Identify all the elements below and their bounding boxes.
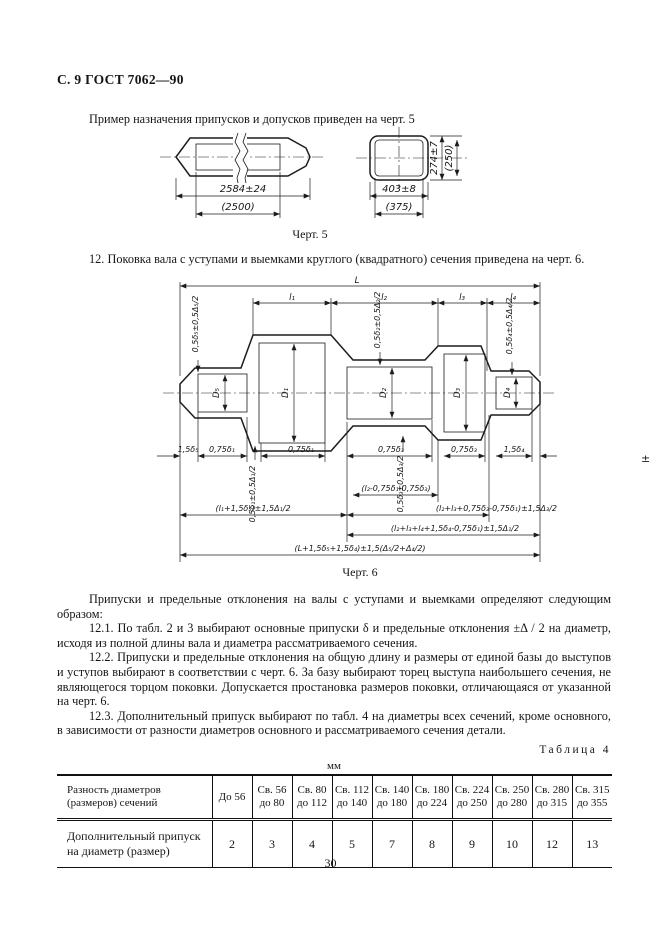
table-4: Разность диаметров (размеров) сечений До… [57, 774, 612, 868]
page-header: С. 9 ГОСТ 7062—90 [57, 72, 184, 87]
table-cell: 12 [531, 819, 572, 868]
length-l2-label: l₂ [381, 293, 387, 303]
radial-bottom-d3-label: 0,5δ₃±0,5Δ₃/2 [396, 456, 405, 513]
length-l1-label: l₁ [289, 293, 295, 303]
bar-forging-length: 2584±24 [220, 184, 267, 195]
table-cell: 9 [451, 819, 492, 868]
page-number: 30 [324, 856, 337, 870]
table-cell: 5 [331, 819, 372, 868]
formula-l2-label: (l₂-0,75δ₁-0,75δ₃) [361, 484, 430, 493]
radial-top-d2-label: 0,5δ₂±0,5Δ₂/2 [373, 292, 382, 349]
length-l4-label: l₄ [510, 293, 516, 303]
table-cell: 3 [251, 819, 292, 868]
axial-1-5d5-label: 1,5δ₅ [178, 445, 199, 454]
table-row-header: Разность диаметров (размеров) сечений [57, 775, 212, 821]
total-length-label: L [355, 276, 360, 286]
axial-0-75d1-right-label: 0,75δ₁ [288, 445, 314, 454]
formula-total-label: (L+1,5δ₅+1,5δ₄)±1,5(Δ₅/2+Δ₄/2) [294, 544, 425, 553]
table-4-label: Таблица 4 [539, 744, 611, 756]
table-cell: 4 [291, 819, 332, 868]
radial-top-d4-label: 0,5δ₄±0,5Δ₄/2 [505, 298, 514, 355]
section-forging-width: 403±8 [382, 184, 416, 195]
paragraph-12-2: 12.2. Припуски и предельные отклонения н… [57, 650, 611, 709]
bar-dimension-lines [175, 172, 311, 218]
figure-5-caption: Черт. 5 [292, 227, 327, 241]
axial-1-5d4-label: 1,5δ₄ [504, 445, 526, 454]
section-forging-height: 274±7 [429, 140, 440, 174]
bar-forging-outline [160, 132, 326, 184]
paragraph-12-1: 12.1. По табл. 2 и 3 выбирают основные п… [57, 621, 611, 650]
formula-l1-label: (l₁+1,5δ₅)±1,5Δ₁/2 [215, 504, 290, 513]
body-text: Припуски и предельные отклонения на валы… [57, 592, 611, 738]
table-4-unit: мм [327, 760, 341, 772]
section-outline [356, 127, 470, 188]
diameter-d5-label: D₅ [212, 387, 222, 398]
axial-0-75d3-right-label: 0,75δ₃ [451, 445, 477, 454]
axial-0-75d1-left-label: 0,75δ₁ [209, 445, 235, 454]
radial-top-leaders [195, 352, 515, 375]
figure-5-drawing: 2584±24 (2500) 403±8 (375) 274±7 (250) Ч… [160, 127, 470, 241]
diameter-d1-label: D₁ [281, 388, 291, 398]
section-detail-width: (375) [386, 202, 413, 213]
diameter-d3-label: D₃ [453, 387, 463, 398]
axial-extension-lines [179, 402, 541, 562]
section-dimension-lines [369, 135, 462, 218]
table-cell: 10 [491, 819, 532, 868]
clause-12-paragraph: 12. Поковка вала с уступами и выемками к… [89, 252, 585, 266]
stray-plusminus-mark: ± [641, 452, 651, 465]
radial-top-d5-label: 0,5δ₅±0,5Δ₅/2 [191, 296, 200, 353]
diameter-arrows [222, 344, 519, 442]
radial-bottom-leaders [252, 436, 406, 460]
table-cell: 13 [571, 819, 612, 868]
shaft-detail-outline [197, 342, 533, 444]
table-header-row: Разность диаметров (размеров) сечений До… [57, 775, 612, 821]
paragraph-12-3: 12.3. Дополнительный припуск выбирают по… [57, 708, 611, 738]
table-cell: 8 [411, 819, 452, 868]
table-value-row: Дополнительный припуск на диаметр (разме… [57, 819, 612, 868]
diameter-d2-label: D₂ [379, 387, 389, 398]
formula-dimension-lines [180, 492, 540, 558]
table-cell: 7 [371, 819, 412, 868]
diameter-d4-label: D₄ [503, 387, 513, 398]
paragraph-general: Припуски и предельные отклонения на валы… [57, 592, 611, 621]
bar-detail-length: (2500) [221, 202, 254, 213]
shaft-forging-outline [163, 334, 557, 452]
length-l3-label: l₃ [459, 293, 465, 303]
table-row-label: Дополнительный припуск на диаметр (разме… [67, 829, 201, 858]
figure-6-drawing: L l₁ l₂ l₃ l₄ 0,5δ₅±0,5Δ₅/2 0,5δ₂±0,5Δ₂/… [157, 276, 557, 579]
axial-0-75d3-left-label: 0,75δ₃ [378, 445, 404, 454]
formula-l2-l3-label: (l₂+l₃+0,75δ₃-0,75δ₁)±1,5Δ₃/2 [436, 504, 557, 513]
length-dimension-lines [179, 282, 541, 376]
column-header: До 56 [211, 775, 252, 821]
intro-paragraph: Пример назначения припусков и допусков п… [89, 112, 415, 126]
table-cell: 2 [211, 819, 252, 868]
formula-l2-l3-l4-label: (l₂+l₃+l₄+1,5δ₄-0,75δ₁)±1,5Δ₁/2 [391, 524, 519, 533]
section-detail-height: (250) [444, 145, 455, 172]
figure-6-caption: Черт. 6 [342, 565, 377, 579]
radial-bottom-d1-label: 0,5δ₁±0,5Δ₁/2 [248, 466, 257, 523]
